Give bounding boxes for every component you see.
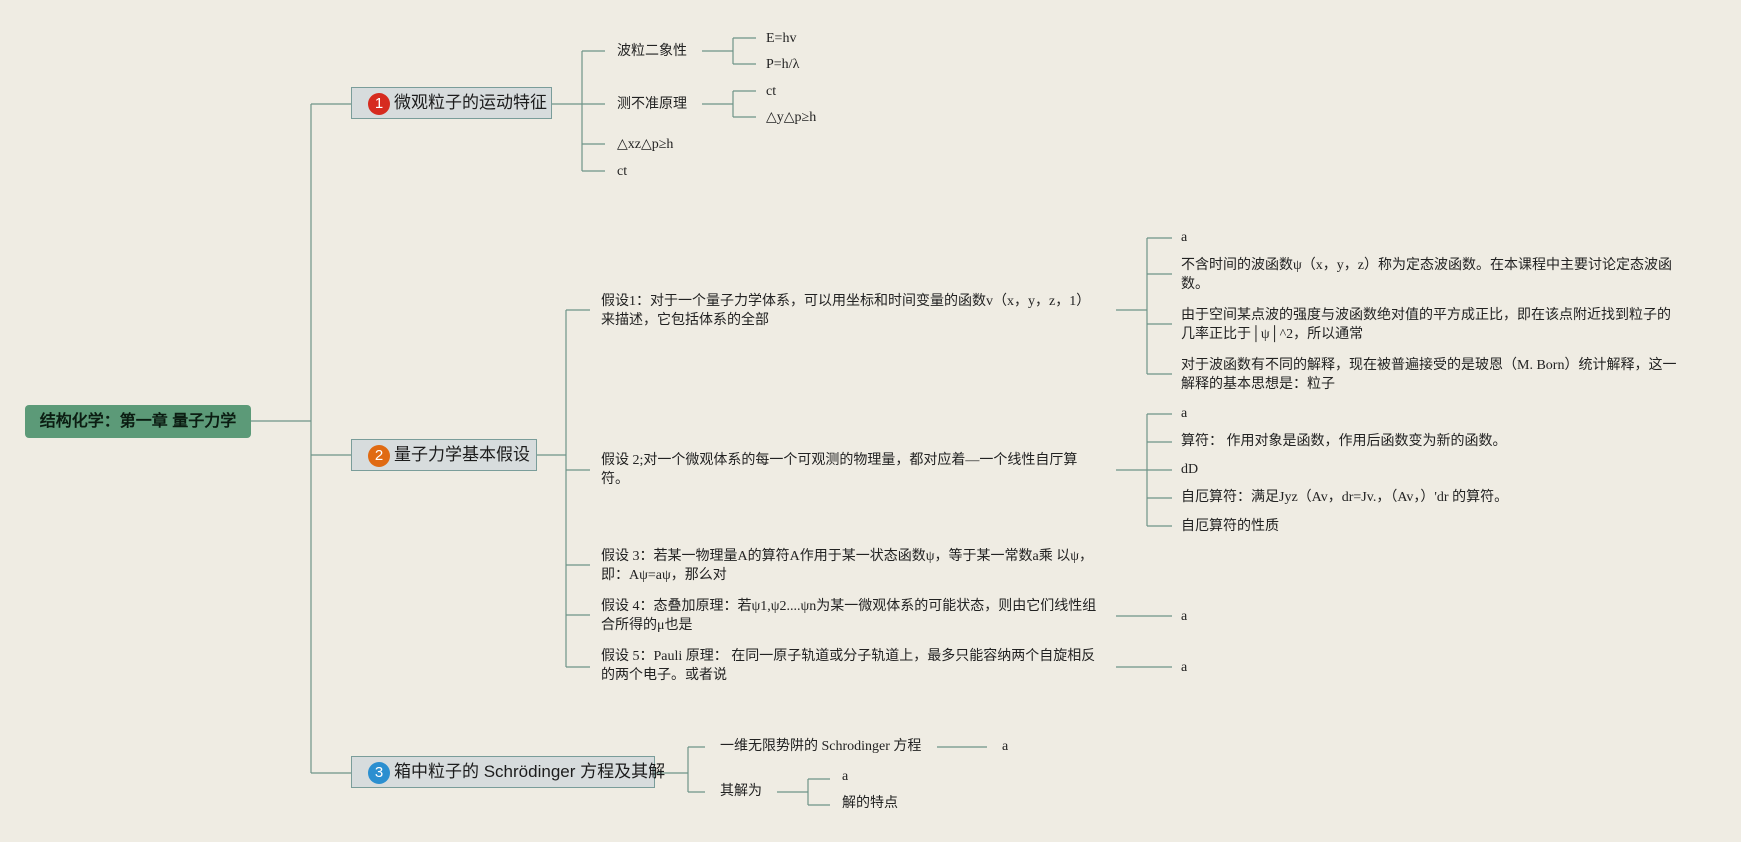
- node-post5-a[interactable]: a: [1181, 660, 1188, 675]
- node-postulate-2[interactable]: 假设 2;对一个微观体系的每一个可观测的物理量，都对应着—一个线性自厅算符。: [601, 453, 1078, 487]
- node-postulate-5[interactable]: 假设 5：Pauli 原理： 在同一原子轨道或分子轨道上，最多只能容纳两个自旋相…: [601, 649, 1096, 683]
- node-schrodinger-eq[interactable]: 一维无限势阱的 Schrodinger 方程: [720, 739, 922, 754]
- node-postulate-3[interactable]: 假设 3：若某一物理量A的算符A作用于某一状态函数ψ，等于某一常数a乘 以ψ，即…: [601, 549, 1093, 583]
- root-node[interactable]: 结构化学：第一章 量子力学: [25, 405, 251, 438]
- node-solution[interactable]: 其解为: [720, 784, 762, 799]
- node-unc-dy[interactable]: △y△p≥h: [766, 110, 817, 125]
- node-postulate-1[interactable]: 假设1：对于一个量子力学体系，可以用坐标和时间变量的函数v（x，y，z，1）来描…: [601, 294, 1091, 328]
- node-wave-particle[interactable]: 波粒二象性: [617, 44, 687, 59]
- node-post1-d[interactable]: 对于波函数有不同的解释，现在被普遍接受的是玻恩（M. Born）统计解释，这一解…: [1181, 358, 1677, 392]
- node-dxz[interactable]: △xz△p≥h: [617, 137, 674, 152]
- node-unc-ct[interactable]: ct: [766, 84, 777, 99]
- node-post1-c[interactable]: 由于空间某点波的强度与波函数绝对值的平方成正比，即在该点附近找到粒子的几率正比于…: [1181, 308, 1671, 342]
- node-post4-a[interactable]: a: [1181, 609, 1188, 624]
- node-p-hl[interactable]: P=h/λ: [766, 57, 800, 72]
- branch-label: 微观粒子的运动特征: [394, 93, 547, 112]
- branch-node-1[interactable]: 1 微观粒子的运动特征: [351, 87, 552, 119]
- node-post2-e[interactable]: 自厄算符的性质: [1181, 519, 1279, 534]
- node-eq-a[interactable]: a: [1002, 739, 1009, 754]
- node-e-hv[interactable]: E=hv: [766, 31, 797, 46]
- node-sol-a[interactable]: a: [842, 769, 849, 784]
- number-badge: 3: [368, 762, 390, 784]
- branch-node-3[interactable]: 3 箱中粒子的 Schrödinger 方程及其解: [351, 756, 665, 788]
- node-ct[interactable]: ct: [617, 164, 628, 179]
- node-sol-features[interactable]: 解的特点: [842, 796, 898, 811]
- node-postulate-4[interactable]: 假设 4：态叠加原理：若ψ1,ψ2....ψn为某一微观体系的可能状态，则由它们…: [601, 599, 1097, 633]
- node-uncertainty[interactable]: 测不准原理: [617, 97, 687, 112]
- node-post2-c[interactable]: dD: [1181, 462, 1199, 477]
- node-post2-a[interactable]: a: [1181, 406, 1188, 421]
- node-post2-b[interactable]: 算符： 作用对象是函数，作用后函数变为新的函数。: [1181, 434, 1507, 449]
- number-badge: 1: [368, 93, 390, 115]
- branch-node-2[interactable]: 2 量子力学基本假设: [351, 439, 537, 471]
- number-badge: 2: [368, 445, 390, 467]
- node-post2-d[interactable]: 自厄算符：满足Jyz（Av，dr=Jv.，（Av，）'dr 的算符。: [1181, 490, 1509, 505]
- branch-label: 箱中粒子的 Schrödinger 方程及其解: [394, 762, 666, 781]
- branch-label: 量子力学基本假设: [394, 445, 530, 464]
- node-post1-b[interactable]: 不含时间的波函数ψ（x，y，z）称为定态波函数。在本课程中主要讨论定态波函数。: [1181, 258, 1672, 292]
- node-post1-a[interactable]: a: [1181, 230, 1188, 245]
